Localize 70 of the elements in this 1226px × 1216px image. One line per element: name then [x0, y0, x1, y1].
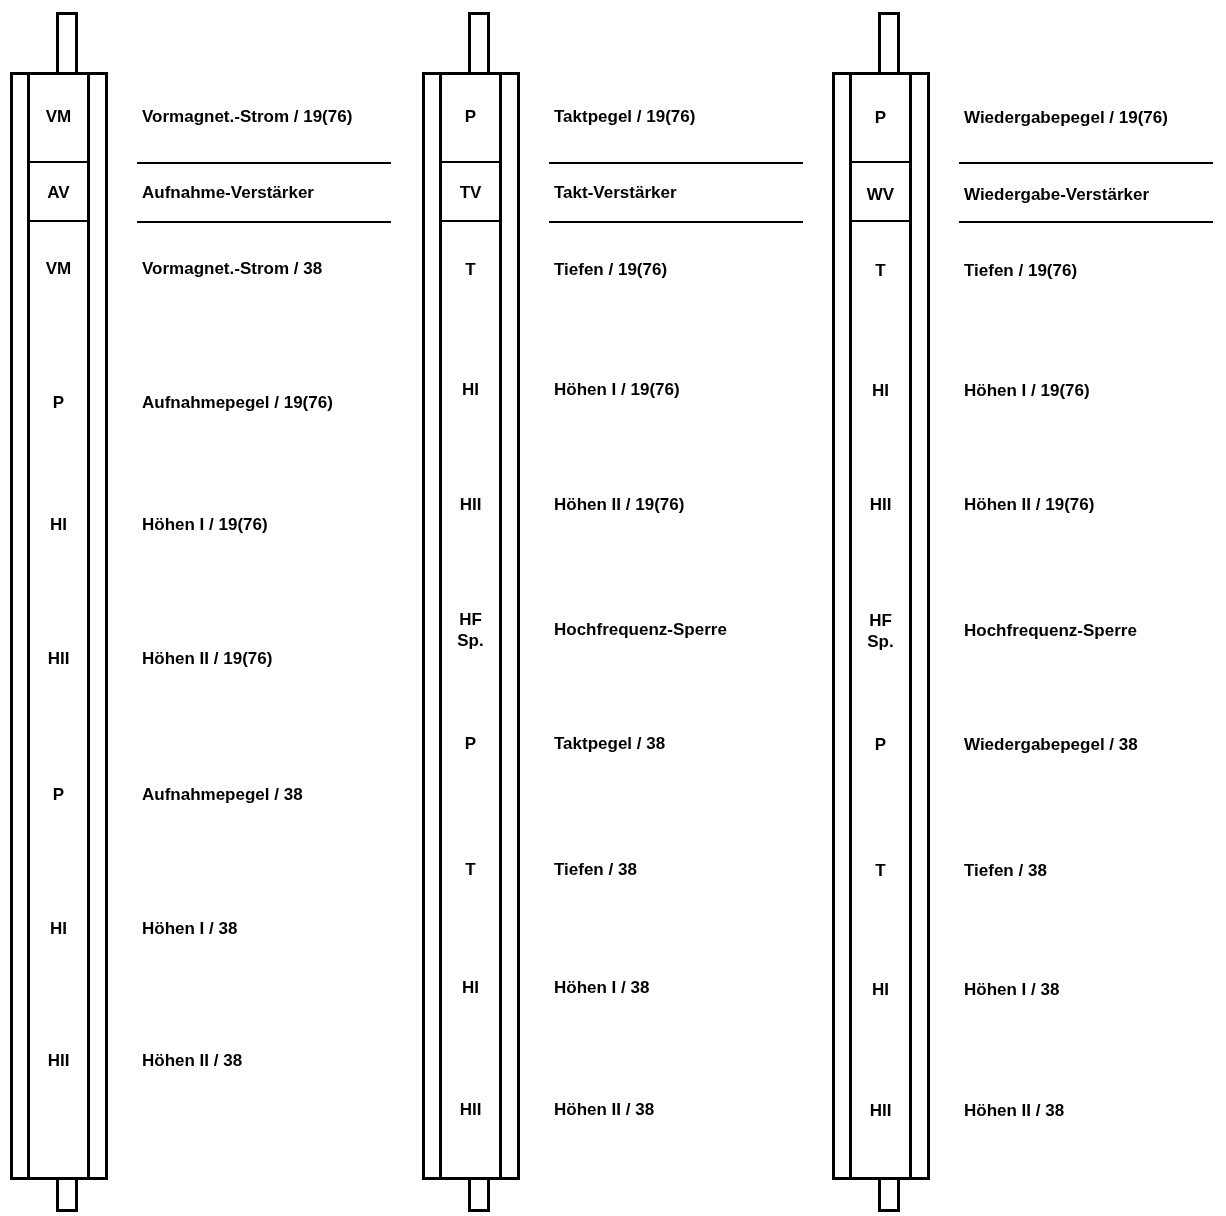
component-code: HI: [49, 514, 68, 536]
component-code: HII: [458, 1099, 483, 1121]
adjustment-description: Takt-Verstärker: [554, 182, 677, 205]
adjustment-description: Hochfrequenz-Sperre: [964, 620, 1137, 643]
component-code: VM: [44, 258, 73, 280]
adjustment-description: Wiedergabepegel / 19(76): [964, 107, 1168, 130]
adjustment-description: Höhen II / 38: [142, 1050, 243, 1073]
adjustment-description: Höhen I / 38: [964, 979, 1060, 1002]
circuit-board: [10, 72, 108, 1180]
adjustment-description: Taktpegel / 38: [554, 733, 666, 756]
component-code: T: [464, 259, 477, 281]
adjustment-description: Aufnahmepegel / 19(76): [142, 392, 333, 415]
component-code: T: [874, 860, 887, 882]
module-section: [439, 163, 502, 222]
component-code: P: [463, 733, 478, 755]
component-code: P: [463, 106, 478, 128]
adjustment-description: Höhen I / 19(76): [142, 514, 268, 537]
component-code: HF Sp.: [456, 608, 485, 652]
adjustment-description: Höhen II / 38: [554, 1099, 655, 1122]
adjustment-description: Tiefen / 19(76): [554, 259, 668, 282]
component-code: VM: [44, 106, 73, 128]
component-code: HF Sp.: [866, 609, 895, 653]
adjustment-description: Höhen II / 38: [964, 1100, 1065, 1123]
component-code: P: [873, 734, 888, 756]
adjustment-description: Höhen I / 19(76): [554, 379, 680, 402]
component-code: WV: [865, 184, 896, 206]
adjustment-description: Taktpegel / 19(76): [554, 106, 696, 129]
module-section: [849, 75, 912, 163]
component-code: HII: [46, 1050, 71, 1072]
component-code: P: [51, 392, 66, 414]
module-section: [439, 75, 502, 163]
adjustment-description: Höhen I / 38: [554, 977, 650, 1000]
adjustment-description: Aufnahme-Verstärker: [142, 182, 314, 205]
adjustment-description: Höhen II / 19(76): [964, 494, 1095, 517]
module-section: [27, 163, 90, 222]
component-code: HII: [458, 494, 483, 516]
component-code: P: [51, 784, 66, 806]
component-code: HII: [868, 494, 893, 516]
component-code: HI: [871, 979, 890, 1001]
adjustment-description: Höhen II / 19(76): [554, 494, 685, 517]
component-code: HI: [871, 380, 890, 402]
module-section: [849, 163, 912, 222]
module-section: [27, 75, 90, 163]
board-section: [27, 222, 90, 1177]
adjustment-description: Vormagnet.-Strom / 38: [142, 258, 323, 281]
component-code: HI: [461, 379, 480, 401]
component-code: T: [874, 260, 887, 282]
component-code: HII: [868, 1100, 893, 1122]
component-code: T: [464, 859, 477, 881]
component-code: AV: [46, 182, 71, 204]
adjustment-description: Wiedergabepegel / 38: [964, 734, 1138, 757]
board-section: [439, 222, 502, 1177]
adjustment-description: Vormagnet.-Strom / 19(76): [142, 106, 353, 129]
component-code: HII: [46, 648, 71, 670]
board-section: [849, 222, 912, 1177]
component-code: HI: [461, 977, 480, 999]
adjustment-description: Aufnahmepegel / 38: [142, 784, 303, 807]
component-code: TV: [458, 182, 483, 204]
circuit-board: [832, 72, 930, 1180]
adjustment-description: Höhen I / 38: [142, 918, 238, 941]
component-code: HI: [49, 918, 68, 940]
component-code: P: [873, 107, 888, 129]
adjustment-description: Tiefen / 38: [554, 859, 637, 882]
adjustment-description: Höhen I / 19(76): [964, 380, 1090, 403]
adjustment-description: Tiefen / 38: [964, 860, 1047, 883]
adjustment-description: Höhen II / 19(76): [142, 648, 273, 671]
adjustment-description: Hochfrequenz-Sperre: [554, 619, 727, 642]
adjustment-description: Tiefen / 19(76): [964, 260, 1078, 283]
circuit-board: [422, 72, 520, 1180]
adjustment-description: Wiedergabe-Verstärker: [964, 184, 1150, 207]
